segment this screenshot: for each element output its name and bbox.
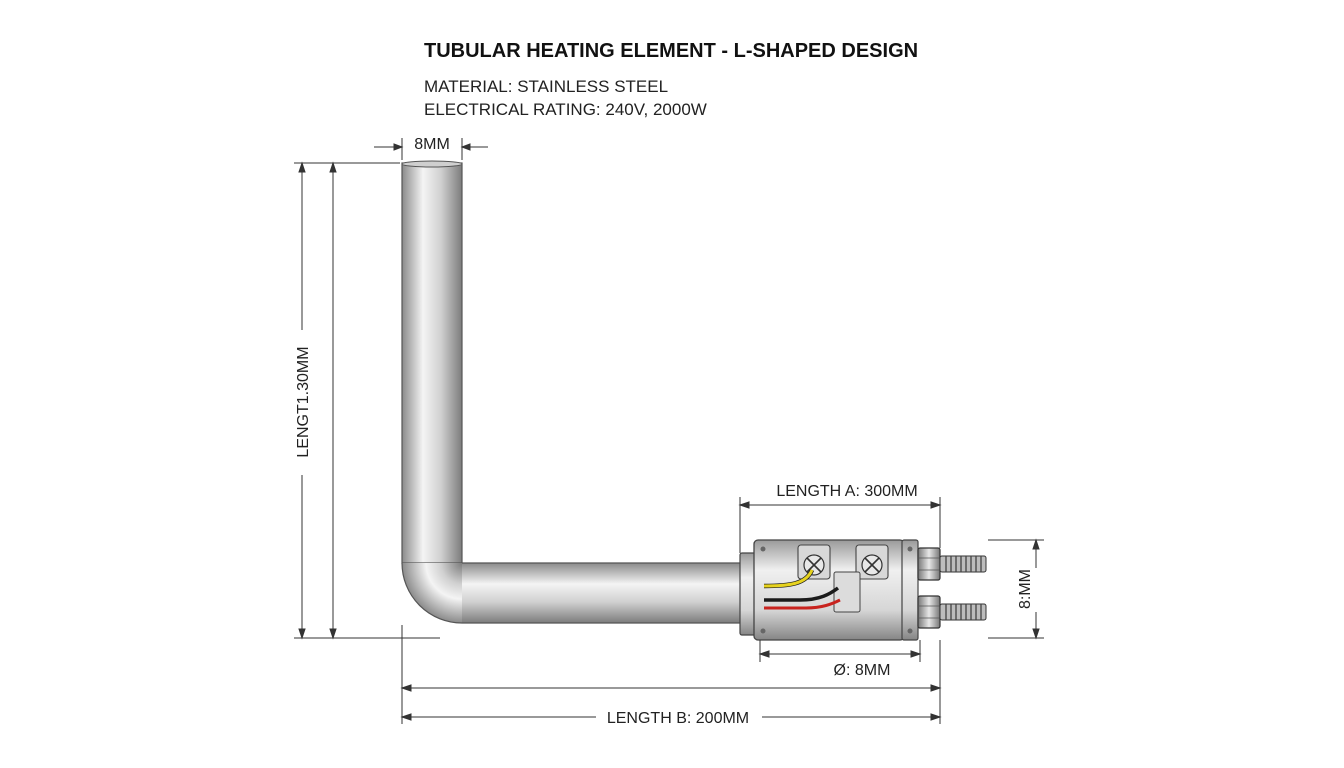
hex-nut-icon <box>917 595 941 629</box>
wires <box>763 568 841 610</box>
dimension-lines <box>294 138 1044 724</box>
material-spec: MATERIAL: STAINLESS STEEL <box>424 77 669 96</box>
tube-vertical-section <box>401 162 463 564</box>
threaded-stud-icon <box>939 555 987 573</box>
vertical-length-label: LENGT1.30MM <box>295 346 312 457</box>
hex-nut-icon <box>917 547 941 581</box>
terminal-housing <box>739 539 919 641</box>
electrical-rating-spec: ELECTRICAL RATING: 240V, 2000W <box>424 100 707 119</box>
diagram-title: TUBULAR HEATING ELEMENT - L-SHAPED DESIG… <box>424 40 919 62</box>
screw-terminal-icon <box>797 544 831 580</box>
length-b-label: LENGTH B: 200MM <box>607 710 749 727</box>
tube-bend <box>402 563 462 623</box>
terminal-studs <box>917 547 987 629</box>
tube <box>401 160 742 624</box>
diameter-label: Ø: 8MM <box>834 662 891 679</box>
threaded-stud-icon <box>939 603 987 621</box>
tube-width-label: 8MM <box>414 136 450 153</box>
side-dimension-label: 8:MM <box>1017 569 1034 609</box>
length-a-label: LENGTH A: 300MM <box>776 483 917 500</box>
tube-horizontal-section <box>462 563 742 623</box>
screw-terminal-icon <box>855 544 889 580</box>
